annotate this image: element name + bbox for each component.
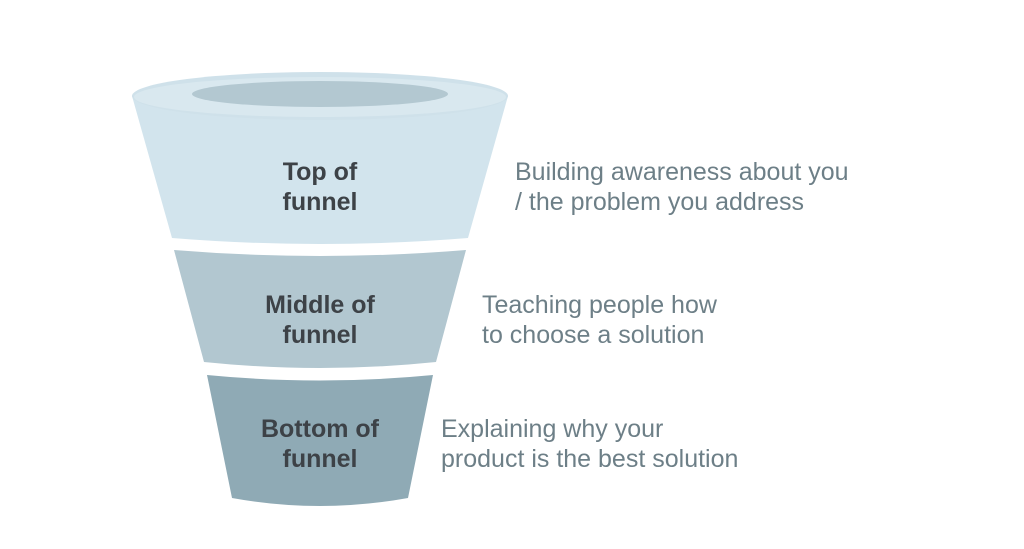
bottom-stage-title: Bottom of funnel xyxy=(225,414,415,474)
middle-stage-title-line-2: funnel xyxy=(282,321,358,349)
top-stage-description: Building awareness about you / the probl… xyxy=(515,157,849,217)
top-stage-title: Top of funnel xyxy=(240,157,400,217)
top-stage-description-line-1: Building awareness about you xyxy=(515,158,849,186)
bottom-stage-description-line-1: Explaining why your xyxy=(441,415,664,443)
bottom-stage-description: Explaining why your product is the best … xyxy=(441,414,738,474)
middle-stage-title: Middle of funnel xyxy=(230,290,410,350)
middle-stage-description: Teaching people how to choose a solution xyxy=(482,290,717,350)
top-stage-title-line-2: funnel xyxy=(282,188,358,216)
bottom-stage-title-line-2: funnel xyxy=(282,445,358,473)
bottom-stage-title-line-1: Bottom of xyxy=(260,415,380,443)
middle-stage-description-line-2: to choose a solution xyxy=(482,321,705,349)
funnel-bottom-stage xyxy=(207,375,433,506)
top-stage-title-line-1: Top of xyxy=(282,158,358,186)
bottom-stage-description-line-2: product is the best solution xyxy=(441,445,739,473)
top-stage-description-line-2: / the problem you address xyxy=(515,188,805,216)
middle-stage-description-line-1: Teaching people how xyxy=(482,291,717,319)
funnel-top-stage xyxy=(132,96,508,244)
middle-stage-title-line-1: Middle of xyxy=(265,291,375,319)
funnel-middle-stage xyxy=(174,250,466,368)
funnel-opening xyxy=(192,81,448,107)
